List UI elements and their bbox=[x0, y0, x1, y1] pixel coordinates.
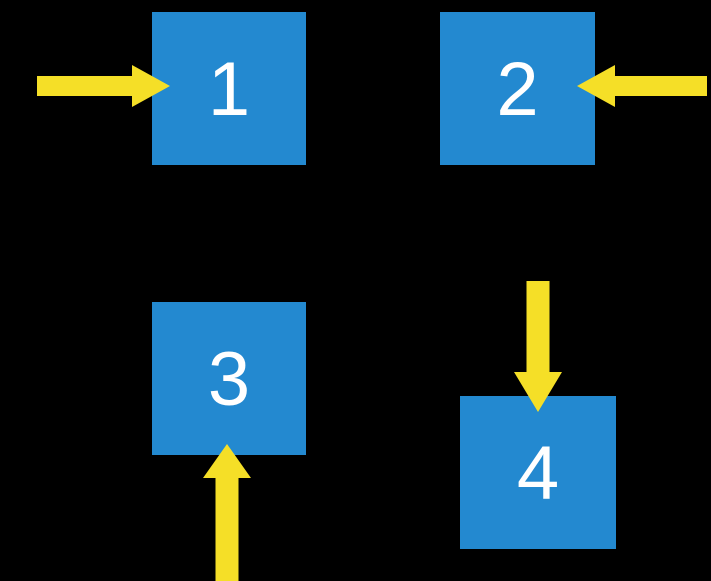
box-4-label: 4 bbox=[516, 431, 560, 516]
box-2-label: 2 bbox=[496, 47, 539, 132]
box-3[interactable]: 3 bbox=[152, 302, 306, 455]
box-1-label: 1 bbox=[207, 47, 251, 132]
box-2[interactable]: 2 bbox=[440, 12, 595, 165]
box-1[interactable]: 1 bbox=[152, 12, 306, 165]
arrow-down-icon bbox=[514, 281, 562, 412]
arrow-left-icon bbox=[577, 65, 707, 107]
arrow-right-icon bbox=[37, 65, 170, 107]
box-4[interactable]: 4 bbox=[460, 396, 616, 549]
box-3-label: 3 bbox=[207, 337, 251, 422]
arrow-up-icon bbox=[203, 444, 251, 581]
